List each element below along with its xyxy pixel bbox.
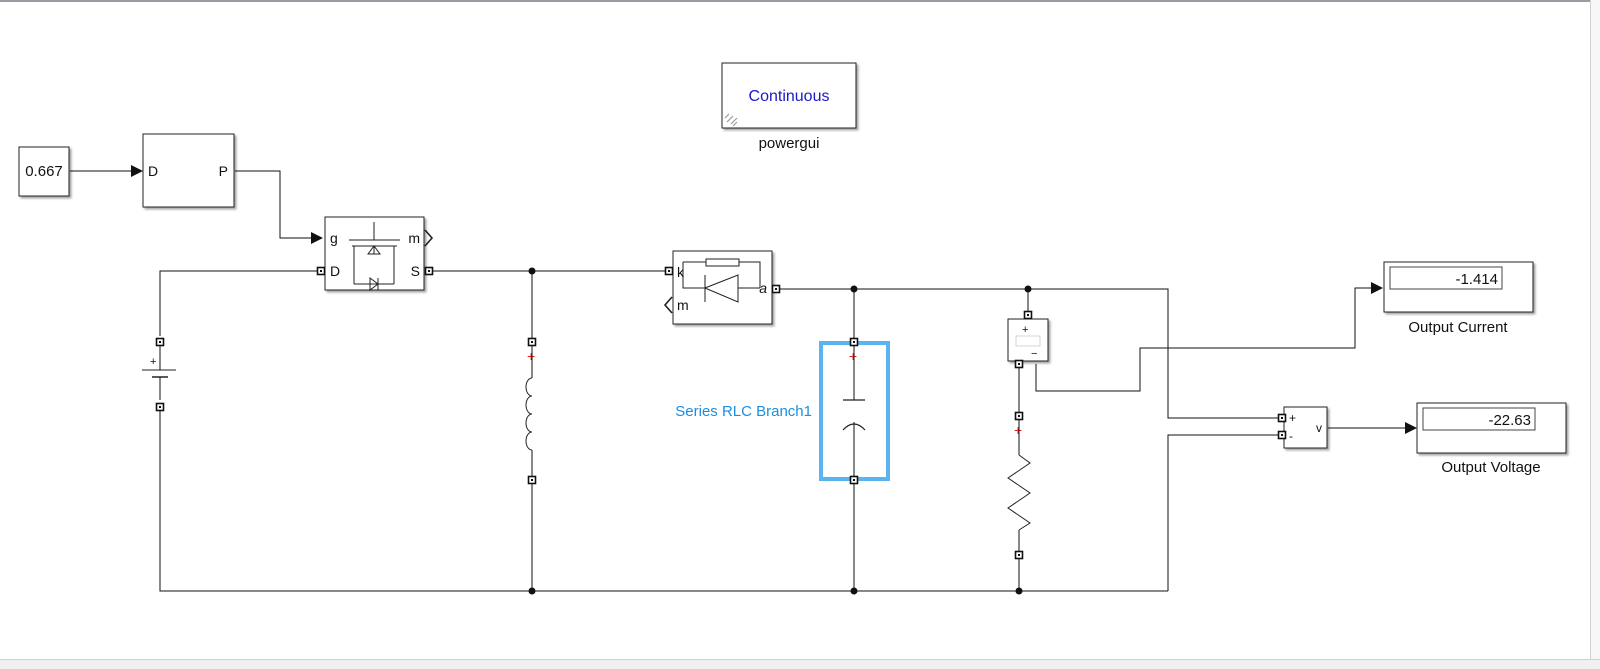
mosfet-port-g: g [330, 230, 338, 246]
port-connector-center [853, 341, 855, 343]
constant-block[interactable]: 0.667 [18, 146, 70, 197]
arrow-icon [311, 232, 323, 244]
constant-box[interactable] [18, 146, 70, 197]
port-connector-center [428, 270, 430, 272]
voltmeter-out: v [1316, 421, 1322, 435]
arrow-icon [1371, 282, 1383, 294]
diode-port-k: k [677, 264, 685, 280]
port-connector-center [159, 341, 161, 343]
display-voltage-value: -22.63 [1488, 412, 1531, 429]
port-connector-center [531, 479, 533, 481]
resistor-zigzag-icon [1007, 454, 1031, 531]
junction-dot [850, 285, 858, 293]
dc-source-block[interactable]: + [142, 346, 176, 400]
junction-dot [528, 267, 536, 275]
port-connector-center [1018, 415, 1020, 417]
wire-voltmeter-minus[interactable] [1167, 434, 1278, 591]
junction-dot [1015, 587, 1023, 595]
diode-symbol-icon [682, 258, 761, 303]
pwm-port-p: P [219, 163, 228, 179]
port-connector-center [531, 341, 533, 343]
voltmeter-plus: + [1289, 411, 1296, 425]
port-connector-center [159, 406, 161, 408]
port-connector-center [853, 479, 855, 481]
junction-dot [528, 587, 536, 595]
arrow-icon [131, 165, 143, 177]
port-connector-center [1027, 314, 1029, 316]
voltmeter-box[interactable] [1283, 406, 1328, 449]
vertical-scrollbar[interactable] [1590, 0, 1600, 669]
port-connectors [155, 266, 1287, 560]
port-connector-center [775, 288, 777, 290]
mosfet-port-s: S [411, 263, 420, 279]
inductor-block[interactable]: + [525, 346, 535, 476]
diode-block[interactable]: k m a [663, 250, 773, 325]
resistor-polarity-plus: + [1014, 422, 1022, 438]
port-connector-center [1018, 363, 1020, 365]
battery-plus: + [150, 356, 156, 368]
junctions [528, 267, 1032, 595]
powergui-block[interactable]: Continuous powergui [721, 62, 857, 152]
junction-dot [850, 587, 858, 595]
arrow-icon [1405, 422, 1417, 434]
mosfet-block[interactable]: g m D S [324, 216, 434, 291]
inductor-coil-icon [525, 377, 533, 451]
display-current-value: -1.414 [1455, 271, 1498, 288]
wire-diode-anode-bus[interactable] [780, 288, 1278, 419]
junction-dot [1024, 285, 1032, 293]
mosfet-m-output-icon [424, 229, 434, 247]
powergui-label: powergui [759, 135, 820, 152]
voltage-measurement-block[interactable]: + - v [1283, 406, 1328, 449]
wire-battery-to-drain[interactable] [159, 270, 321, 336]
wire-pwm-to-gate[interactable] [235, 170, 314, 239]
port-connector-center [1281, 417, 1283, 419]
mosfet-port-d: D [330, 263, 340, 279]
ammeter-plus: + [1022, 324, 1028, 336]
wire-ammeter-to-display[interactable] [1035, 287, 1374, 392]
link-icon [724, 113, 738, 127]
canvas-top-border [0, 0, 1600, 2]
diode-port-m: m [677, 297, 689, 313]
powergui-mode-text: Continuous [749, 88, 830, 105]
rlc-polarity-plus: + [849, 348, 857, 364]
pwm-port-d: D [148, 163, 158, 179]
wire-ground-bus[interactable] [159, 411, 1168, 592]
diode-port-a: a [759, 280, 767, 296]
display-output-current[interactable]: -1.414 Output Current [1383, 261, 1534, 336]
display-current-label: Output Current [1408, 319, 1508, 336]
wires [70, 165, 1417, 592]
powergui-box[interactable] [721, 62, 857, 129]
ammeter-minus: − [1031, 348, 1037, 360]
display-output-voltage[interactable]: -22.63 Output Voltage [1416, 402, 1567, 476]
constant-value: 0.667 [25, 163, 63, 180]
mosfet-port-m: m [408, 230, 420, 246]
series-rlc-branch-block[interactable]: Series RLC Branch1 + [675, 341, 890, 481]
resistor-block[interactable]: + [1007, 420, 1031, 551]
current-measurement-block[interactable]: + − [1007, 318, 1049, 362]
ammeter-symbol-icon [1015, 335, 1041, 347]
display-current-field [1389, 266, 1503, 290]
horizontal-scrollbar[interactable] [0, 659, 1600, 669]
port-connector-center [320, 270, 322, 272]
port-connector-center [1018, 554, 1020, 556]
pwm-generator-block[interactable]: D P [142, 133, 235, 208]
voltmeter-minus: - [1289, 429, 1293, 443]
diode-m-output-icon [663, 296, 673, 314]
port-connector-center [1281, 434, 1283, 436]
display-voltage-field [1422, 407, 1536, 431]
port-connector-center [668, 270, 670, 272]
inductor-polarity-plus: + [527, 348, 535, 364]
display-voltage-label: Output Voltage [1441, 459, 1540, 476]
mosfet-symbol-icon [349, 222, 400, 291]
pwm-box[interactable] [142, 133, 235, 208]
rlc-label: Series RLC Branch1 [675, 403, 812, 420]
